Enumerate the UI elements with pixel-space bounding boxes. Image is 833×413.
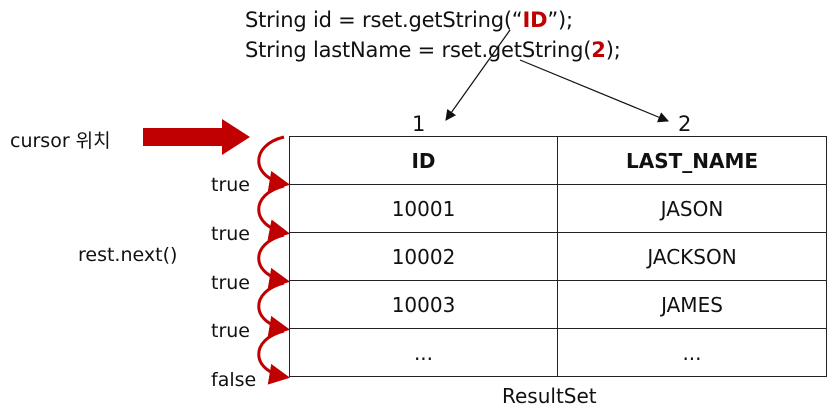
column-number-2: 2 xyxy=(678,112,692,136)
next-arrow-5-icon xyxy=(257,329,291,385)
cell-last-name: JAMES xyxy=(557,280,827,329)
cell-id: ... xyxy=(289,328,558,377)
next-arrow-3-icon xyxy=(257,233,291,289)
table-row: ... ... xyxy=(289,328,827,377)
cell-last-name: JACKSON xyxy=(557,232,827,281)
next-arrow-2-icon xyxy=(257,184,291,241)
cursor-arrow-icon xyxy=(143,119,250,155)
cell-id: 10003 xyxy=(289,280,558,329)
table-row: 10002 JACKSON xyxy=(289,232,827,281)
cursor-position-label: cursor 위치 xyxy=(10,130,111,152)
table-row: 10003 JAMES xyxy=(289,280,827,329)
cell-last-name: ... xyxy=(557,328,827,377)
resultset-table: ID LAST_NAME 10001 JASON 10002 JACKSON 1… xyxy=(289,136,827,377)
next-result-1: true xyxy=(211,174,250,196)
next-result-5: false xyxy=(211,369,257,391)
code-line-2-suffix: ); xyxy=(605,38,621,62)
next-arrow-1-icon xyxy=(257,135,291,192)
arrow-id-to-column-1 xyxy=(445,29,511,121)
code-line-getstring-id: String id = rset.getString(“ID”); xyxy=(245,8,573,32)
column-header-last-name: LAST_NAME xyxy=(557,136,827,185)
next-result-2: true xyxy=(211,223,250,245)
table-row: 10001 JASON xyxy=(289,184,827,233)
column-header-id: ID xyxy=(289,136,558,185)
resultset-caption: ResultSet xyxy=(502,384,597,408)
next-arrow-4-icon xyxy=(257,281,291,337)
next-result-3: true xyxy=(211,272,250,294)
code-line-2-prefix: String lastName = rset.getString( xyxy=(245,38,592,62)
code-line-2-highlight: 2 xyxy=(591,38,606,62)
arrow-index-to-column-2 xyxy=(519,59,669,123)
next-curves xyxy=(257,135,291,385)
column-number-1: 1 xyxy=(412,112,426,136)
next-result-4: true xyxy=(211,320,250,342)
code-line-1-highlight: ID xyxy=(522,8,548,32)
cell-id: 10002 xyxy=(289,232,558,281)
next-call-label: rest.next() xyxy=(78,244,178,266)
code-line-1-prefix: String id = rset.getString(“ xyxy=(245,8,523,32)
code-line-1-suffix: ”); xyxy=(547,8,573,32)
code-line-getstring-index: String lastName = rset.getString(2); xyxy=(245,38,621,62)
cell-last-name: JASON xyxy=(557,184,827,233)
table-header-row: ID LAST_NAME xyxy=(289,136,827,185)
cell-id: 10001 xyxy=(289,184,558,233)
